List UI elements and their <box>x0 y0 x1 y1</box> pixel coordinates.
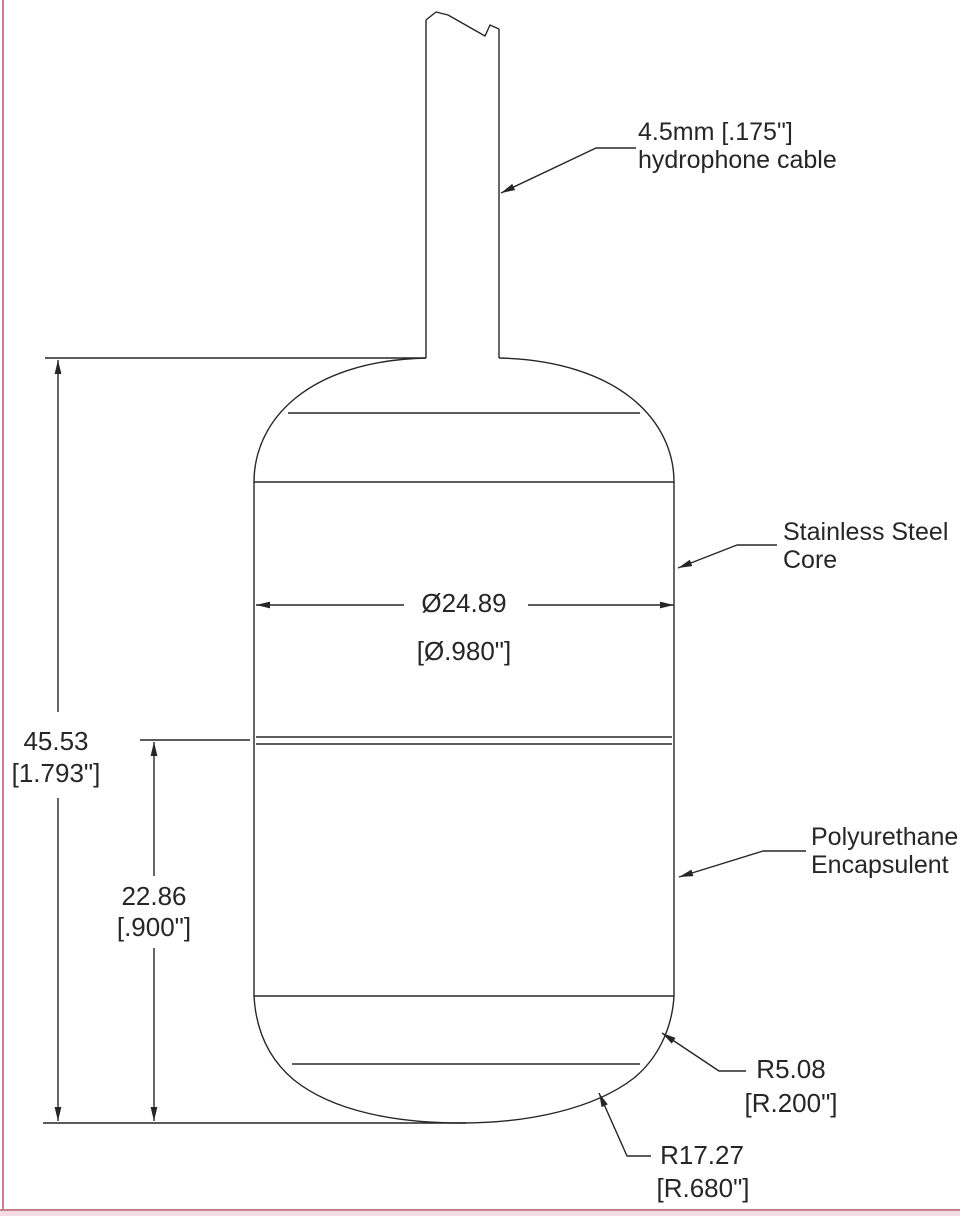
corner-radius-leader-line <box>661 1032 746 1072</box>
page-border-bottom <box>0 1209 960 1211</box>
core-label-line1: Stainless Steel <box>783 518 948 546</box>
corner-radius-metric-value: R5.08 <box>756 1054 825 1084</box>
diameter-dimension: Ø24.89 [Ø.980"] <box>256 588 674 666</box>
page-border-left <box>2 0 4 1216</box>
diameter-imperial-value: [Ø.980"] <box>417 636 512 666</box>
core-callout: Stainless Steel Core <box>677 518 948 574</box>
lower-section-metric-value: 22.86 <box>121 881 186 911</box>
cable-label-line2: hydrophone cable <box>638 146 837 174</box>
cable-label-line1: 4.5mm [.175"] <box>638 118 793 146</box>
corner-radius-callout: R5.08 [R.200"] <box>661 1032 838 1118</box>
bottom-radius-imperial-value: [R.680"] <box>656 1173 749 1203</box>
encapsulant-leader-line <box>678 850 806 878</box>
hydrophone-body <box>253 357 675 1124</box>
lower-section-imperial-value: [.900"] <box>117 912 191 942</box>
cable-leader-line <box>500 147 636 194</box>
core-label-line2: Core <box>783 546 837 574</box>
top-dome-right-curve <box>498 357 675 483</box>
bottom-radius-metric-value: R17.27 <box>660 1140 744 1170</box>
bottom-radius-leader-line <box>598 1092 651 1157</box>
overall-height-dimension: 45.53 [1.793"] <box>12 357 466 1124</box>
encapsulant-label-line1: Polyurethane <box>811 823 958 851</box>
cable-break-line <box>425 11 500 37</box>
diameter-metric-value: Ø24.89 <box>421 588 506 618</box>
hydrophone-cable <box>425 11 500 358</box>
encapsulant-callout: Polyurethane Encapsulent <box>678 823 958 879</box>
overall-height-metric-value: 45.53 <box>23 726 88 756</box>
page-border-bottom-fill <box>0 1211 960 1216</box>
lower-section-dimension: 22.86 [.900"] <box>117 739 250 1121</box>
cable-callout: 4.5mm [.175"] hydrophone cable <box>500 118 837 194</box>
bottom-dome-curve <box>253 995 675 1124</box>
bottom-radius-callout: R17.27 [R.680"] <box>598 1092 750 1203</box>
overall-height-imperial-value: [1.793"] <box>12 758 101 788</box>
top-dome-left-curve <box>253 357 427 483</box>
corner-radius-imperial-value: [R.200"] <box>744 1088 837 1118</box>
core-leader-line <box>677 544 777 569</box>
encapsulant-label-line2: Encapsulent <box>811 851 949 879</box>
